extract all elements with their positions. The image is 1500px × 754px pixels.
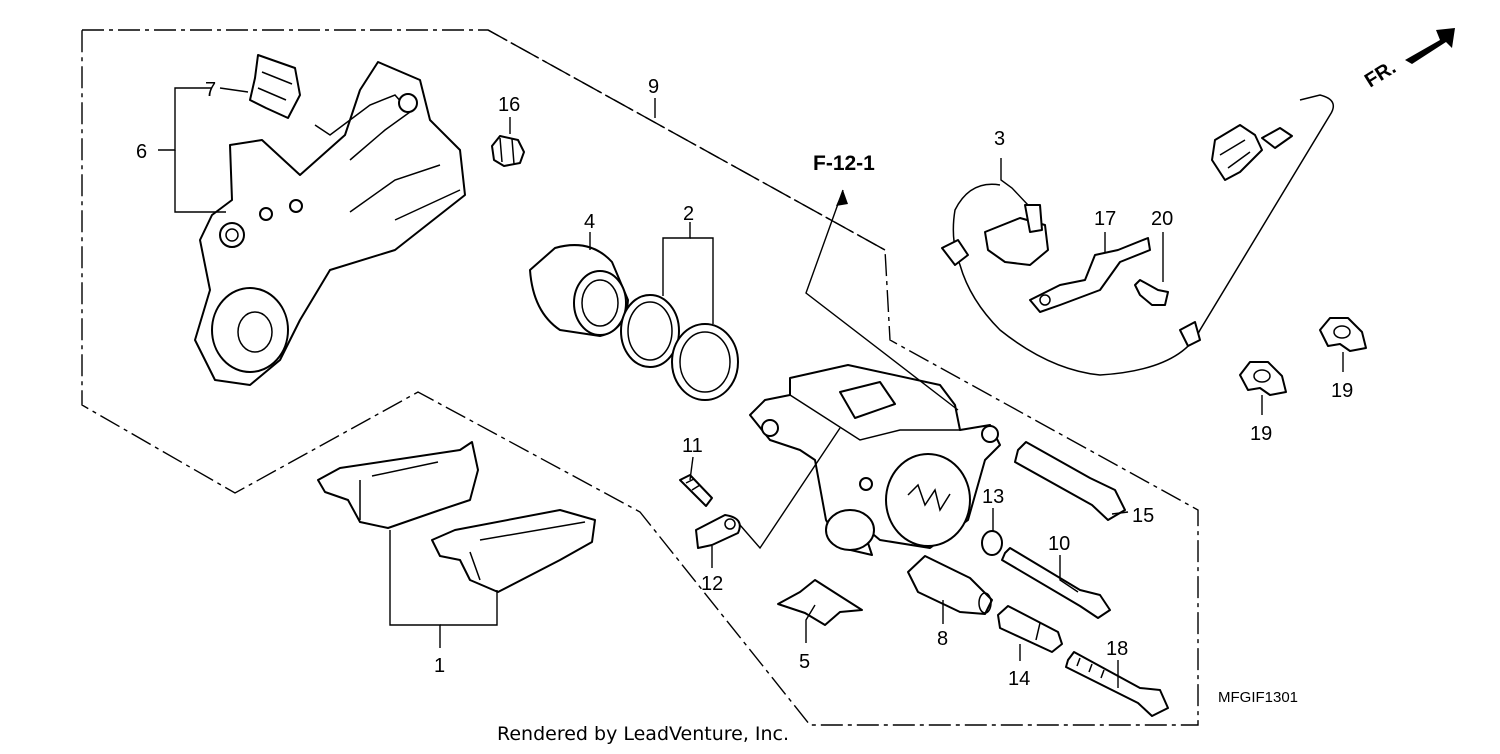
front-direction-arrow-icon (1405, 28, 1455, 64)
callout-label: 19 (1331, 380, 1353, 402)
brake-pad-part (317, 441, 596, 593)
sensor-bolt-part (1134, 279, 1169, 306)
callout-label: 3 (994, 128, 1005, 150)
reference-label: F-12-1 (813, 152, 875, 175)
callout-label: 8 (937, 628, 948, 650)
callout-label: 1 (434, 655, 445, 677)
bleeder-cap-part (695, 514, 741, 549)
clip-part (249, 54, 301, 119)
callout-label: 11 (682, 435, 703, 457)
callout-label: 9 (648, 76, 659, 98)
flange-bolt-part (1065, 651, 1169, 717)
assembly-boundary-caliper (487, 29, 886, 251)
callout-label: 14 (1008, 668, 1030, 690)
callout-label: 12 (701, 573, 723, 595)
front-direction-label: FR. (1361, 57, 1400, 93)
cap-part (491, 135, 525, 167)
boot-part (907, 555, 993, 615)
caliper-body-part (749, 364, 1001, 556)
callout-label: 7 (205, 79, 216, 101)
pad-spring-part (777, 579, 863, 626)
o-ring-part (981, 530, 1003, 556)
callout-label: 15 (1132, 505, 1154, 527)
callout-label: 4 (584, 211, 595, 233)
callout-label: 18 (1106, 638, 1128, 660)
pin-bolt-part (1001, 547, 1111, 619)
wire-clamp-part (1319, 317, 1367, 352)
callout-label: 2 (683, 203, 694, 225)
pin-boot-part (997, 605, 1063, 653)
callout-label: 16 (498, 94, 520, 116)
diagram-code: MFGIF1301 (1218, 689, 1298, 706)
callout-label: 20 (1151, 208, 1173, 230)
wire-clamp-part (1239, 361, 1287, 396)
render-credit: Rendered by LeadVenture, Inc. (497, 723, 789, 745)
callout-label: 13 (982, 486, 1004, 508)
bleeder-screw-part (679, 474, 713, 507)
callout-label: 17 (1094, 208, 1116, 230)
callout-label: 6 (136, 141, 147, 163)
callout-label: 19 (1250, 423, 1272, 445)
leader-lines (158, 87, 1344, 688)
wheel-speed-sensor-part (941, 94, 1335, 376)
caliper-bracket-part (194, 61, 466, 386)
piston-part (529, 244, 629, 337)
sensor-stay-part (1029, 237, 1151, 313)
seal-part (620, 294, 739, 401)
callout-label: 10 (1048, 533, 1070, 555)
pin-bolt-long-part (1014, 441, 1126, 521)
callout-label: 5 (799, 651, 810, 673)
